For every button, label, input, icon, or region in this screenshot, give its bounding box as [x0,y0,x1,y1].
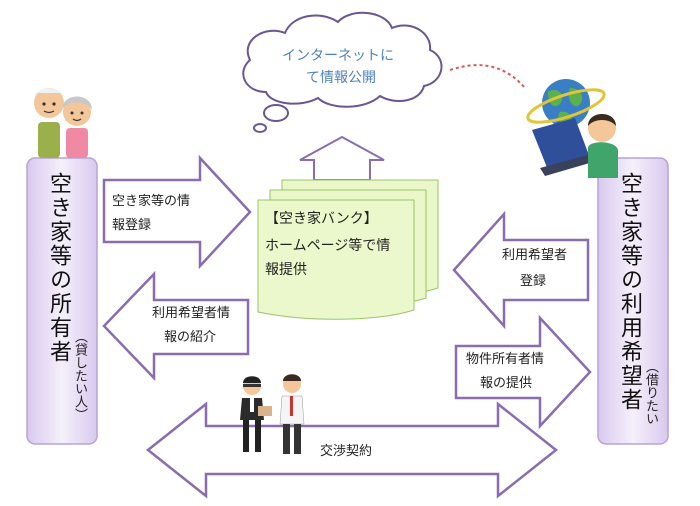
user-pill [597,157,669,445]
bank-title: 【空き家バンク】 [265,211,378,227]
arrow-register-owner [102,154,252,270]
owner-pill [26,157,98,445]
register-user-line1: 利用希望者 [502,248,568,263]
handshake-illustration [240,374,305,454]
owner-couple-illustration [34,88,92,158]
arrow-introduce-owner [102,270,250,382]
arrow-provide-user [454,314,592,430]
provide-user-line2: 報の提供 [480,376,533,391]
arrow-negotiate [145,401,559,499]
up-arrow [299,135,385,181]
register-user-line2: 登録 [520,274,547,289]
negotiate-label: 交渉契約 [320,444,373,459]
owner-title: 空き家等の所有者 [46,172,71,364]
cloud-line2: て情報公開 [306,70,376,86]
user-subtitle: （借りたい [643,360,658,425]
user-title: 空き家等の利用希望者 [617,172,642,412]
cloud-line1: インターネットに [282,48,394,64]
register-owner-line1: 空き家等の情 [112,194,191,209]
cloud-shape [242,11,443,133]
register-owner-line2: 報登録 [112,218,152,233]
introduce-owner-line1: 利用希望者情 [152,306,231,321]
owner-subtitle: （貸したい人） [72,330,87,421]
bank-line2: ホームページ等で情 [265,238,391,254]
bank-line3: 報提供 [265,262,307,278]
bank-documents [257,179,439,320]
user-computer-illustration [526,79,618,178]
network-curve [449,64,526,89]
provide-user-line1: 物件所有者情 [466,352,545,367]
arrow-register-user [452,210,590,330]
introduce-owner-line2: 報の紹介 [164,330,217,345]
